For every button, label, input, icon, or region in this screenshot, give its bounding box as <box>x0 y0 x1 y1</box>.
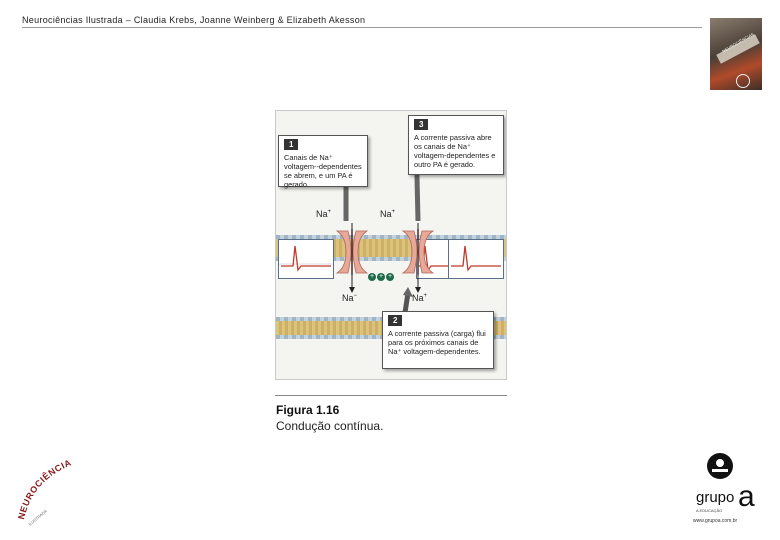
ion-label-bottom-right: Na+ <box>412 293 428 303</box>
callout-3-text: A corrente passiva abre os canais de Na⁺… <box>414 133 496 169</box>
grupo-a-logo: grupo a A EDUCAÇÃO <box>696 453 755 513</box>
action-potential-graph-right <box>448 239 504 279</box>
ion-label-top-left: Na+ <box>316 209 332 219</box>
stamp-small-text: ILUSTRADA <box>27 508 48 526</box>
logo-brand: grupo <box>696 489 734 506</box>
action-potential-graph-left <box>278 239 334 279</box>
callout-3-number: 3 <box>414 119 429 130</box>
caption-rule <box>275 395 507 396</box>
positive-charge-icon: + <box>386 273 394 281</box>
callout-1: 1 Canais de Na⁺ voltagem--dependentes se… <box>278 135 368 189</box>
logo-mark: a <box>738 480 755 513</box>
logo-url: www.grupoa.com.br <box>693 518 738 524</box>
callout-3: 3 A corrente passiva abre os canais de N… <box>408 115 504 175</box>
cover-circle-icon <box>736 74 750 88</box>
figure-caption-subtitle: Condução contínua. <box>276 419 384 433</box>
book-stamp-logo: NEUROCIÊNCIAS ILUSTRADA <box>14 440 72 527</box>
ion-label-bottom-left: Na− <box>342 293 358 303</box>
figure-caption-title: Figura 1.16 <box>276 403 340 417</box>
figure-panel: + + + Na+ Na+ Na− Na+ 1 Canais de Na⁺ vo… <box>275 110 507 380</box>
book-cover: NEUROCIÊNCIAS <box>710 18 762 90</box>
positive-charge-icon: + <box>368 273 376 281</box>
header-title: Neurociências Ilustrada – Claudia Krebs,… <box>22 15 366 25</box>
callout-1-text: Canais de Na⁺ voltagem--dependentes se a… <box>284 153 362 189</box>
charge-row: + + + <box>368 273 394 281</box>
callout-2: 2 A corrente passiva (carga) flui para o… <box>382 311 494 369</box>
callout-2-number: 2 <box>388 315 403 326</box>
logo-tagline: A EDUCAÇÃO <box>696 508 722 513</box>
callout-2-text: A corrente passiva (carga) flui para os … <box>388 329 486 356</box>
positive-charge-icon: + <box>377 273 385 281</box>
callout-1-number: 1 <box>284 139 299 150</box>
ion-label-top-right: Na+ <box>380 209 396 219</box>
header-rule <box>22 27 702 28</box>
